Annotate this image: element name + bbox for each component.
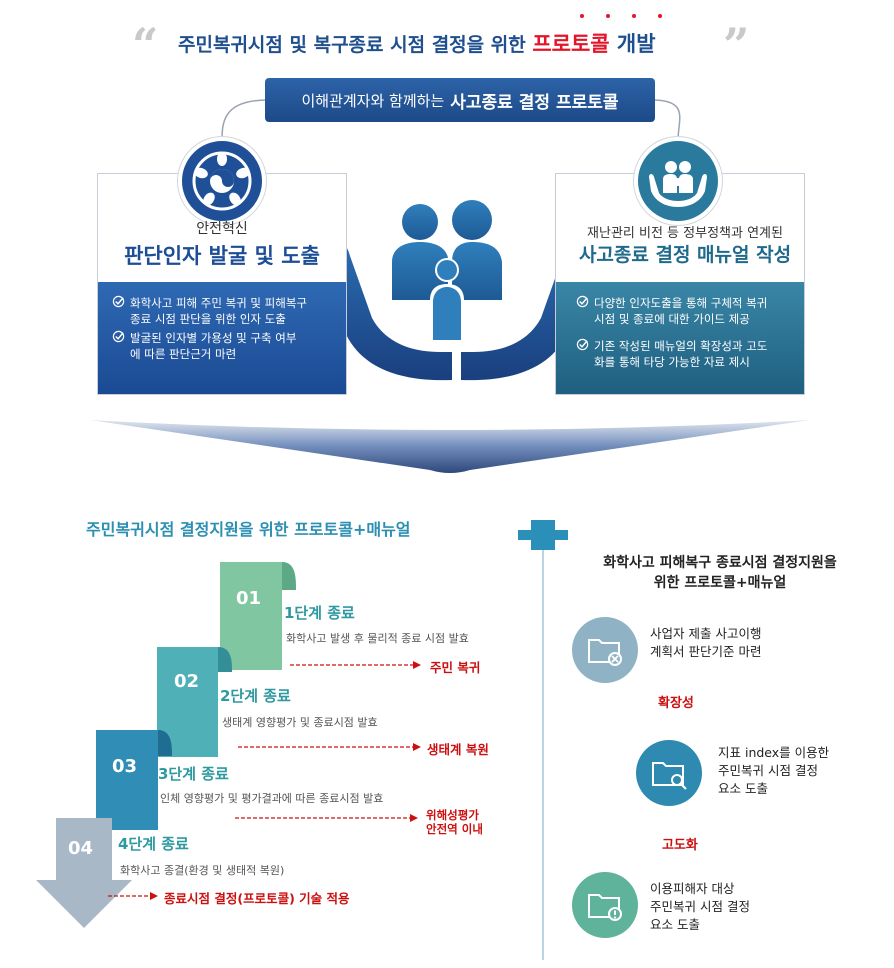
adult-left-body	[392, 242, 448, 300]
left-bullet-1-line-2: 종료 시점 판단을 위한 인자 도출	[130, 312, 286, 326]
adult-left-head	[402, 204, 438, 240]
right-card-bottom-panel	[556, 282, 804, 394]
emphasis-dots	[578, 14, 668, 20]
link-label-expandability: 확장성	[658, 696, 694, 711]
gov-emblem-icon	[178, 137, 266, 225]
stage-4-title: 4단계 종료	[118, 835, 189, 853]
stage-1-outcome: 주민 복귀	[430, 660, 481, 675]
right-card-subtitle: 재난관리 비전 등 정부정책과 연계된	[587, 226, 783, 241]
check-circle-icon	[576, 338, 589, 351]
step-04-arrow	[36, 818, 132, 928]
stage-1-desc: 화학사고 발생 후 물리적 종료 시점 발효	[286, 632, 469, 645]
stage-3-title: 3단계 종료	[158, 765, 229, 783]
folder-close-icon	[572, 617, 638, 683]
right-item-3-line-3: 요소 도출	[650, 917, 700, 932]
step-03-block	[96, 730, 172, 830]
left-bullet-1: 화학사고 피해 주민 복귀 및 피해복구 종료 시점 판단을 위한 인자 도출	[112, 295, 342, 327]
left-card-title: 판단인자 발굴 및 도출	[124, 244, 320, 268]
step-01-number: 01	[236, 588, 262, 609]
funnel-arrow	[90, 420, 810, 473]
banner-lead: 이해관계자와 함께하는	[301, 91, 445, 110]
step-01-block	[220, 562, 296, 670]
left-bullet-1-line-1: 화학사고 피해 주민 복귀 및 피해복구	[130, 296, 307, 310]
plus-icon	[518, 520, 568, 550]
right-item-1-line-2: 계획서 판단기준 마련	[650, 644, 762, 659]
right-column-title-line-1: 화학사고 피해복구 종료시점 결정지원을	[603, 555, 837, 571]
left-hand-shape	[330, 241, 452, 381]
stage-2-outcome: 생태계 복원	[427, 742, 489, 757]
step-02-number: 02	[174, 671, 200, 692]
adult-right-body	[452, 242, 502, 300]
left-card-bottom-panel	[98, 282, 346, 394]
check-circle-icon	[112, 330, 125, 343]
folder-alert-icon	[572, 872, 638, 938]
right-item-1-text: 사업자 제출 사고이행 계획서 판단기준 마련	[650, 625, 761, 661]
link-label-advancement: 고도화	[662, 838, 698, 853]
folder-search-icon	[636, 740, 702, 806]
right-item-3-line-2: 주민복귀 시점 결정	[650, 899, 750, 914]
child-body	[433, 287, 461, 340]
right-column-title-line-2: 위한 프로토콜+매뉴얼	[653, 575, 787, 591]
step-02-block	[157, 647, 232, 757]
page-title: 주민복귀시점 및 복구종료 시점 결정을 위한 프로토콜 개발	[178, 28, 656, 58]
left-card-subtitle: 안전혁신	[196, 221, 248, 237]
stage-4-outcome: 종료시점 결정(프로토콜) 기술 적용	[164, 891, 350, 906]
banner-bold: 사고종료 결정 프로토콜	[450, 92, 619, 113]
right-hand-shape	[461, 241, 583, 381]
step-04-number: 04	[68, 838, 94, 859]
right-bullet-2-line-1: 기존 작성된 매뉴얼의 확장성과 고도	[594, 339, 768, 353]
right-item-2-line-3: 요소 도출	[718, 781, 768, 796]
step-03-number: 03	[112, 756, 138, 777]
family-care-icon	[634, 137, 722, 225]
right-item-2-line-1: 지표 index를 이용한	[718, 745, 830, 760]
stage-3-outcome-line-1: 위해성평가	[426, 808, 479, 822]
stage-4-desc: 화학사고 종결(환경 및 생태적 복원)	[120, 864, 285, 877]
right-bullet-1-line-2: 시점 및 종료에 대한 가이드 제공	[594, 312, 750, 326]
right-connector-arc	[651, 99, 681, 141]
right-item-2-text: 지표 index를 이용한 주민복귀 시점 결정 요소 도출	[718, 744, 829, 798]
left-bullet-2-line-2: 에 따른 판단근거 마련	[130, 347, 237, 361]
stage-3-desc: 인체 영향평가 및 평가결과에 따른 종료시점 발효	[160, 792, 384, 805]
right-card-title: 사고종료 결정 매뉴얼 작성	[578, 244, 792, 266]
left-card	[97, 173, 347, 395]
right-bullet-1-line-1: 다양한 인자도출을 통해 구체적 복귀	[594, 296, 768, 310]
right-item-3-line-1: 이용피해자 대상	[650, 881, 735, 896]
stage-2-title: 2단계 종료	[220, 687, 291, 705]
check-circle-icon	[112, 295, 125, 308]
right-column-title: 화학사고 피해복구 종료시점 결정지원을 위한 프로토콜+매뉴얼	[560, 553, 880, 593]
left-connector-arc	[221, 99, 269, 141]
left-bullet-2: 발굴된 인자별 가용성 및 구축 여부 에 따른 판단근거 마련	[112, 330, 342, 362]
quote-close-mark: ”	[723, 18, 750, 72]
stage-1-title: 1단계 종료	[284, 604, 355, 622]
page-title-suffix: 개발	[609, 32, 656, 56]
stage-3-outcome: 위해성평가 안전역 이내	[426, 808, 483, 836]
right-item-1-line-1: 사업자 제출 사고이행	[650, 626, 762, 641]
stage-2-desc: 생태계 영향평가 및 종료시점 발효	[222, 716, 378, 729]
right-bullet-2: 기존 작성된 매뉴얼의 확장성과 고도 화를 통해 타당 가능한 자료 제시	[576, 338, 801, 370]
right-item-3-text: 이용피해자 대상 주민복귀 시점 결정 요소 도출	[650, 880, 750, 934]
check-circle-icon	[576, 295, 589, 308]
section-title: 주민복귀시점 결정지원을 위한 프로토콜+매뉴얼	[86, 520, 411, 539]
right-item-2-line-2: 주민복귀 시점 결정	[718, 763, 818, 778]
page-title-highlight: 프로토콜	[532, 32, 610, 56]
quote-open-mark: “	[132, 18, 159, 72]
left-bullet-2-line-1: 발굴된 인자별 가용성 및 구축 여부	[130, 331, 297, 345]
right-bullet-1: 다양한 인자도출을 통해 구체적 복귀 시점 및 종료에 대한 가이드 제공	[576, 295, 801, 327]
child-head	[437, 260, 457, 280]
protocol-banner: 이해관계자와 함께하는 사고종료 결정 프로토콜	[265, 78, 655, 122]
right-bullet-2-line-2: 화를 통해 타당 가능한 자료 제시	[594, 355, 750, 369]
stage-3-outcome-line-2: 안전역 이내	[426, 822, 483, 836]
adult-right-head	[452, 200, 492, 240]
page-title-prefix: 주민복귀시점 및 복구종료 시점 결정을 위한	[178, 34, 533, 56]
